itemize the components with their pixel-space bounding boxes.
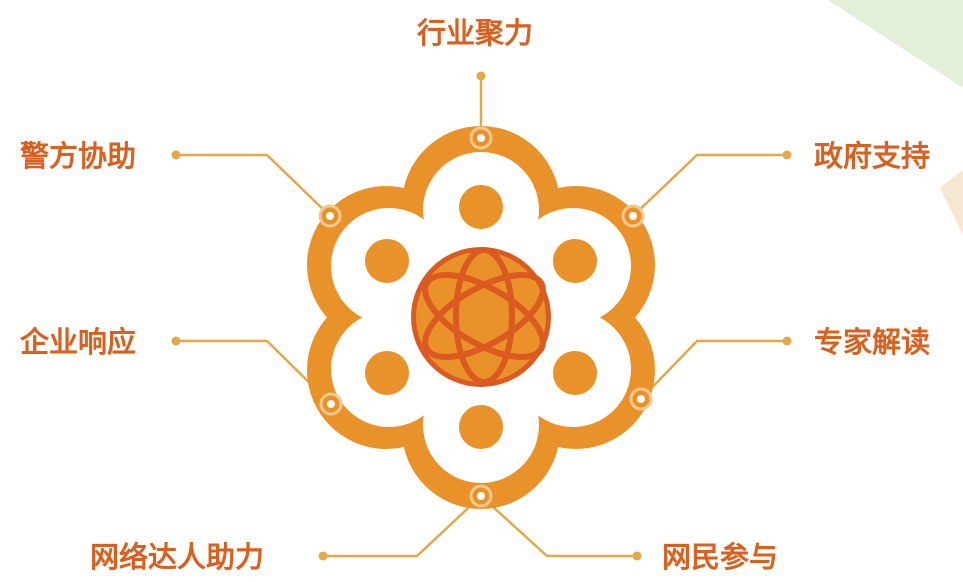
petal-dot-top [459, 185, 503, 229]
petal-dot-upper-right [553, 239, 597, 283]
connector-middle-right [640, 339, 787, 400]
petal-dot-bottom [459, 405, 503, 449]
label-middle-left: 企业响应 [20, 325, 137, 359]
atom-orbit-1 [422, 272, 546, 360]
petal-dot-lower-right [553, 351, 597, 395]
node-upper-left [318, 204, 342, 228]
label-bottom-right: 网民参与 [662, 540, 779, 574]
connector-lines [176, 76, 787, 558]
atom-icon [422, 247, 546, 385]
atom-nucleus [470, 302, 498, 330]
petal-dots [365, 185, 597, 449]
label-upper-right: 政府支持 [814, 139, 931, 173]
connector-upper-right [632, 153, 787, 217]
flower-nodes [318, 126, 653, 508]
connector-end-dots [171, 71, 792, 561]
node-bottom [469, 484, 493, 508]
label-upper-left: 警方协助 [20, 139, 137, 173]
petal-dot-upper-left [365, 239, 409, 283]
atom-orbit-3 [453, 247, 515, 385]
atom-orbit-2 [422, 272, 546, 360]
connector-dot-top [476, 71, 486, 81]
connector-bottom-left [323, 495, 482, 558]
connector-dot-upper-right [782, 150, 792, 160]
connector-dot-bottom-right [632, 551, 642, 561]
connector-dot-upper-left [171, 150, 181, 160]
node-middle-left [319, 392, 343, 416]
petal-dot-lower-left [365, 351, 409, 395]
label-top: 行业聚力 [417, 16, 534, 50]
decorative-leaf-right [940, 170, 963, 235]
connector-upper-left [176, 153, 331, 217]
label-bottom-left: 网络达人助力 [90, 540, 265, 574]
connector-dot-middle-left [171, 336, 181, 346]
decorative-leaf-top-right [828, 0, 963, 88]
node-upper-right [621, 204, 645, 228]
node-middle-right [629, 387, 653, 411]
label-middle-right: 专家解读 [814, 325, 931, 359]
connector-dot-bottom-left [318, 551, 328, 561]
connector-bottom-right [480, 495, 637, 558]
connector-dot-middle-right [782, 336, 792, 346]
node-top [469, 126, 493, 150]
